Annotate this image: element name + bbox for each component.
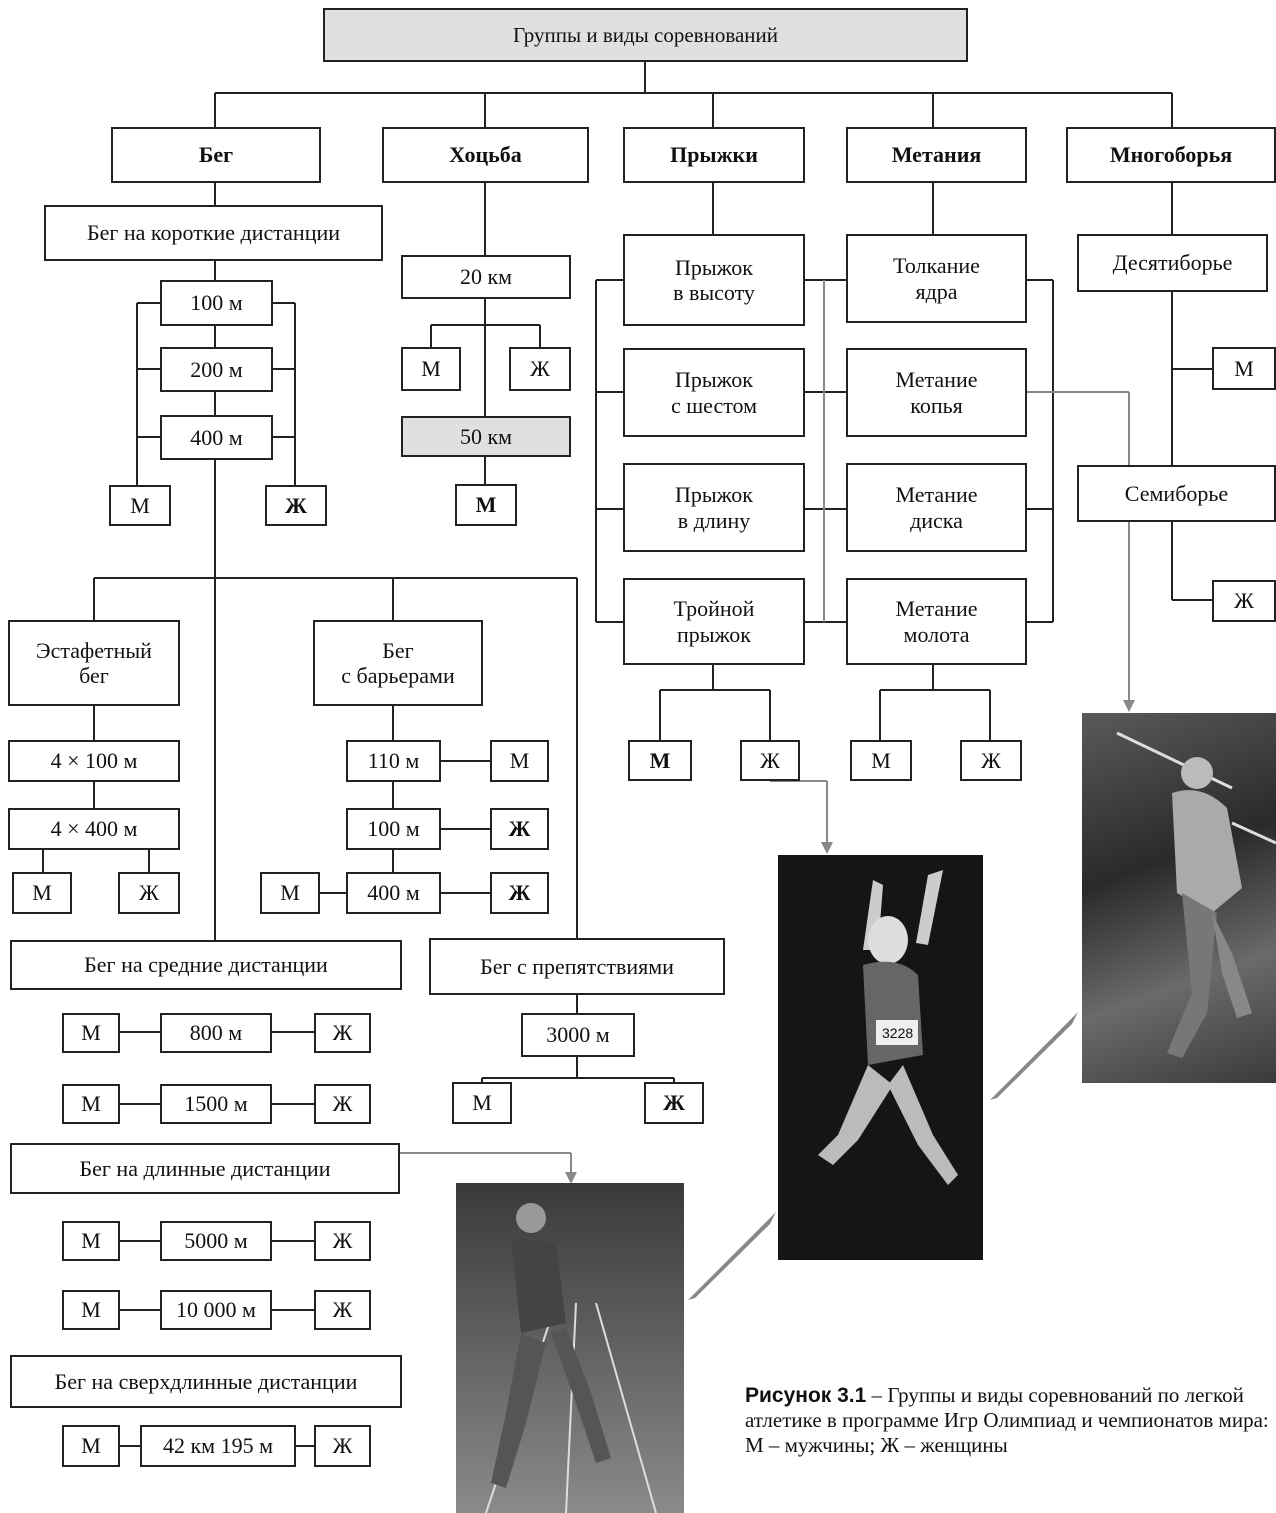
men-badge: М <box>260 872 320 914</box>
group-run: Бег <box>111 127 321 183</box>
women-badge: Ж <box>644 1082 704 1124</box>
pole-vault-box: Прыжок с шестом <box>623 348 805 437</box>
hammer-box: Метание молота <box>846 578 1027 665</box>
hurdles-box: Бег с барьерами <box>313 620 483 706</box>
group-jumps: Прыжки <box>623 127 805 183</box>
hurdles-400m: 400 м <box>346 872 441 914</box>
women-badge: Ж <box>314 1425 371 1467</box>
discus-box: Метание диска <box>846 463 1027 552</box>
women-badge: Ж <box>265 485 327 526</box>
event-5000m: 5000 м <box>160 1221 272 1261</box>
javelin-box: Метание копья <box>846 348 1027 437</box>
long-jumper-figure: 3228 <box>818 870 958 1185</box>
relay-4x400: 4 × 400 м <box>8 808 180 850</box>
event-marathon: 42 км 195 м <box>140 1425 296 1467</box>
men-badge: М <box>401 347 461 391</box>
event-400m: 400 м <box>160 415 273 460</box>
walk-50km: 50 км <box>401 416 571 457</box>
javelin-thrower-photo <box>1082 713 1276 1083</box>
walk-20km: 20 км <box>401 255 571 299</box>
event-800m: 800 м <box>160 1013 272 1053</box>
event-10000m: 10 000 м <box>160 1290 272 1330</box>
event-3000m: 3000 м <box>521 1013 635 1057</box>
men-badge: М <box>62 1290 120 1330</box>
long-distance-box: Бег на длинные дистанции <box>10 1143 400 1194</box>
women-badge: Ж <box>314 1013 371 1053</box>
group-throws: Метания <box>846 127 1027 183</box>
caption-label: Рисунок 3.1 <box>745 1384 867 1407</box>
ultra-distance-box: Бег на сверхдлинные дистанции <box>10 1355 402 1408</box>
javelin-thrower-figure <box>1116 731 1276 1058</box>
men-badge: М <box>1212 347 1276 390</box>
event-100m: 100 м <box>160 280 273 326</box>
triple-jump-box: Тройной прыжок <box>623 578 805 665</box>
men-badge: М <box>12 872 72 914</box>
women-badge: Ж <box>314 1290 371 1330</box>
men-badge: М <box>628 740 692 781</box>
women-badge: Ж <box>490 872 549 914</box>
heptathlon-box: Семиборье <box>1077 465 1276 522</box>
men-badge: М <box>109 485 171 526</box>
short-distance-box: Бег на короткие дистанции <box>44 205 383 261</box>
women-badge: Ж <box>509 347 571 391</box>
men-badge: М <box>490 740 549 782</box>
men-badge: М <box>455 484 517 526</box>
middle-distance-box: Бег на средние дистанции <box>10 940 402 990</box>
women-badge: Ж <box>740 740 800 781</box>
men-badge: М <box>62 1425 120 1467</box>
decathlon-box: Десятиборье <box>1077 234 1268 292</box>
men-badge: М <box>62 1221 120 1261</box>
men-badge: М <box>452 1082 512 1124</box>
diagram-title: Группы и виды соревнований <box>323 8 968 62</box>
men-badge: М <box>850 740 912 781</box>
runner-figure <box>485 1203 657 1513</box>
event-200m: 200 м <box>160 347 273 392</box>
women-badge: Ж <box>1212 580 1276 622</box>
caption-text: – Группы и виды соревнований по легкой а… <box>745 1383 1269 1433</box>
long-jump-box: Прыжок в длину <box>623 463 805 552</box>
figure-caption: Рисунок 3.1 – Группы и виды соревнований… <box>745 1383 1275 1459</box>
hurdles-100m: 100 м <box>346 808 441 850</box>
group-multi: Многоборья <box>1066 127 1276 183</box>
bib-number: 3228 <box>882 1025 913 1041</box>
men-badge: М <box>62 1013 120 1053</box>
long-jumper-photo: 3228 <box>778 855 983 1260</box>
women-badge: Ж <box>960 740 1022 781</box>
shot-put-box: Толкание ядра <box>846 234 1027 323</box>
relay-4x100: 4 × 100 м <box>8 740 180 782</box>
high-jump-box: Прыжок в высоту <box>623 234 805 326</box>
caption-legend: М – мужчины; Ж – женщины <box>745 1433 1008 1458</box>
hurdles-110m: 110 м <box>346 740 441 782</box>
steeplechase-box: Бег с препятствиями <box>429 938 725 995</box>
event-1500m: 1500 м <box>160 1084 272 1124</box>
group-walk: Хоцьба <box>382 127 589 183</box>
women-badge: Ж <box>314 1221 371 1261</box>
men-badge: М <box>62 1084 120 1124</box>
runner-photo <box>456 1183 684 1513</box>
women-badge: Ж <box>490 808 549 850</box>
women-badge: Ж <box>118 872 180 914</box>
women-badge: Ж <box>314 1084 371 1124</box>
relay-box: Эстафетный бег <box>8 620 180 706</box>
